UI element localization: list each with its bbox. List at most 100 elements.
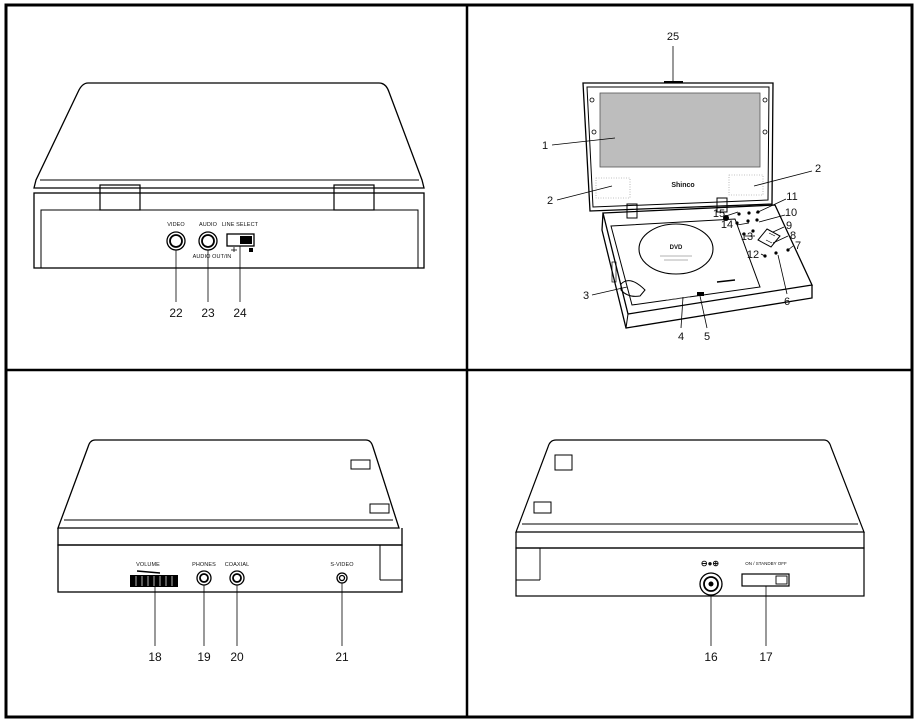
lid-tab-bottom	[369, 503, 390, 514]
callout-4: 4	[678, 331, 684, 343]
lcd-screen	[599, 92, 761, 168]
front-leader-lines	[551, 46, 813, 329]
callout-6: 6	[784, 296, 790, 308]
front-base-corner	[625, 313, 629, 329]
line-select-switch-icon	[226, 233, 255, 247]
lid-tab-top	[554, 454, 573, 471]
lid-tab-bottom	[533, 501, 552, 514]
phones-jack-inner	[199, 573, 209, 583]
leader-10	[758, 214, 786, 223]
leader-12	[760, 253, 766, 257]
coaxial-label: COAXIAL	[225, 562, 250, 568]
dc-in-jack-ring	[703, 576, 719, 592]
navigation-pad-icon	[757, 228, 781, 248]
leader-1	[551, 137, 616, 146]
rear-hinge-left	[99, 184, 141, 211]
button-icon	[747, 211, 751, 215]
callout-1: 1	[542, 140, 548, 152]
screw-icon	[589, 97, 595, 103]
callout-3: 3	[583, 290, 589, 302]
leader-7	[787, 245, 794, 251]
switch-mark-right	[249, 248, 253, 252]
nav-pad-outline	[757, 228, 781, 248]
open-latch-icon	[620, 280, 646, 297]
callout-25: 25	[667, 31, 679, 43]
screw-icon	[591, 129, 597, 135]
phones-label: PHONES	[192, 562, 216, 568]
callout-17: 17	[759, 650, 773, 664]
callout-21: 21	[335, 650, 349, 664]
rear-lid	[33, 82, 425, 189]
leader-4	[680, 296, 684, 329]
dc-in-symbol: ⊖●⊕	[701, 559, 720, 568]
audio-port-label: AUDIO	[199, 222, 218, 228]
panel-rear: VIDEO AUDIO LINE SELECT AUDIO OUT/IN 22 …	[33, 82, 425, 320]
coaxial-jack-inner	[232, 573, 242, 583]
panel-front-open: Shinco DVD	[542, 31, 821, 343]
s-video-jack-inner	[338, 574, 346, 582]
video-jack-inner	[169, 234, 183, 248]
speaker-grille-left	[595, 177, 631, 199]
callout-8: 8	[790, 230, 796, 242]
disc-lid-outline	[610, 218, 761, 306]
callout-7: 7	[795, 240, 801, 252]
disc-window	[638, 223, 714, 275]
callout-16: 16	[704, 650, 718, 664]
leader-2-right	[753, 170, 813, 187]
button-icon	[735, 221, 739, 225]
callout-22: 22	[169, 306, 183, 320]
screw-icon	[762, 97, 768, 103]
callout-2-right: 2	[815, 163, 821, 175]
lid-tab-top	[350, 459, 371, 470]
switch-mark-left	[231, 247, 237, 252]
front-base-top	[602, 204, 813, 315]
button-icon	[746, 219, 750, 223]
leader-3	[591, 286, 628, 296]
leader-6	[777, 254, 788, 295]
leader-8	[772, 235, 789, 244]
leader-9	[772, 226, 785, 233]
ir-sensor	[697, 292, 704, 296]
callout-9: 9	[786, 220, 792, 232]
left-base-top	[57, 528, 403, 546]
power-switch-icon	[741, 573, 790, 587]
button-icon	[755, 218, 759, 222]
callout-5: 5	[704, 331, 710, 343]
audio-out-in-label: AUDIO OUT/IN	[193, 254, 232, 260]
callout-12: 12	[747, 249, 759, 261]
callout-15: 15	[713, 208, 725, 220]
button-icon	[742, 232, 746, 236]
front-label-line	[665, 296, 691, 301]
right-base-top	[515, 532, 865, 549]
callout-23: 23	[201, 306, 215, 320]
brand-logo: Shinco	[671, 182, 694, 189]
callout-24: 24	[233, 306, 247, 320]
nav-pad-arrows	[765, 232, 776, 244]
video-port-label: VIDEO	[167, 222, 185, 228]
screen-bezel	[582, 82, 774, 212]
panel-grid	[4, 3, 914, 719]
line-select-slider	[240, 236, 252, 244]
button-icon	[737, 212, 741, 216]
screw-icon	[762, 129, 768, 135]
callout-18: 18	[148, 650, 162, 664]
left-lid	[57, 439, 400, 529]
line-select-label: LINE SELECT	[222, 222, 259, 228]
front-hinge-right	[716, 197, 728, 213]
callout-19: 19	[197, 650, 211, 664]
leader-15	[725, 211, 739, 217]
leader-5	[699, 295, 708, 329]
left-base	[57, 544, 403, 593]
callout-11: 11	[786, 191, 797, 203]
button-icon	[723, 215, 729, 221]
power-switch-label: ON / STANDBY OFF	[745, 561, 787, 566]
audio-jack-inner	[201, 234, 215, 248]
leader-11	[755, 198, 787, 214]
volume-wheel-ridges	[135, 576, 173, 586]
right-base	[515, 547, 865, 597]
panel-right-side: ⊖●⊕ ON / STANDBY OFF 16 17	[515, 439, 865, 664]
callout-10: 10	[785, 207, 797, 219]
button-icon	[774, 251, 778, 255]
right-lid	[515, 439, 865, 533]
